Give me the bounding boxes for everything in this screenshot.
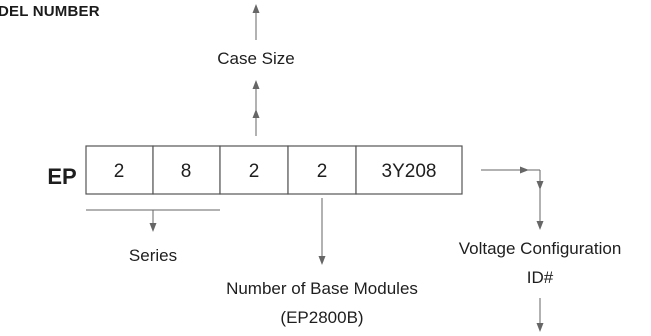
down-arrow-icon: [536, 181, 544, 190]
page-title: DEL NUMBER: [0, 3, 100, 20]
right-arrow-icon: [520, 166, 529, 174]
code-cell: [355, 145, 463, 195]
up-arrow-icon: [252, 109, 260, 118]
down-arrow-icon: [149, 223, 157, 232]
down-arrow-icon: [536, 221, 544, 230]
cell-value: 2: [317, 161, 328, 182]
code-cell: [219, 145, 289, 195]
down-arrow-icon: [318, 256, 326, 265]
cell-value: 2: [114, 161, 125, 182]
base-modules-sublabel: (EP2800B): [280, 308, 363, 327]
series-label: Series: [129, 246, 177, 265]
down-arrow-icon: [536, 323, 544, 332]
cell-value: 8: [181, 161, 192, 182]
prefix-label: EP: [47, 164, 76, 189]
voltage-sublabel: ID#: [527, 268, 554, 287]
voltage-label: Voltage Configuration: [459, 239, 622, 258]
cell-value: 2: [249, 161, 260, 182]
cell-value: 3Y208: [382, 161, 437, 182]
base-modules-label: Number of Base Modules: [226, 279, 418, 298]
case-size-label: Case Size: [217, 49, 294, 68]
up-arrow-icon: [252, 4, 260, 13]
code-cell: [152, 145, 221, 195]
code-cells: 2 8 2 2 3Y208: [85, 145, 463, 195]
code-cell: [85, 145, 154, 195]
up-arrow-icon: [252, 80, 260, 89]
